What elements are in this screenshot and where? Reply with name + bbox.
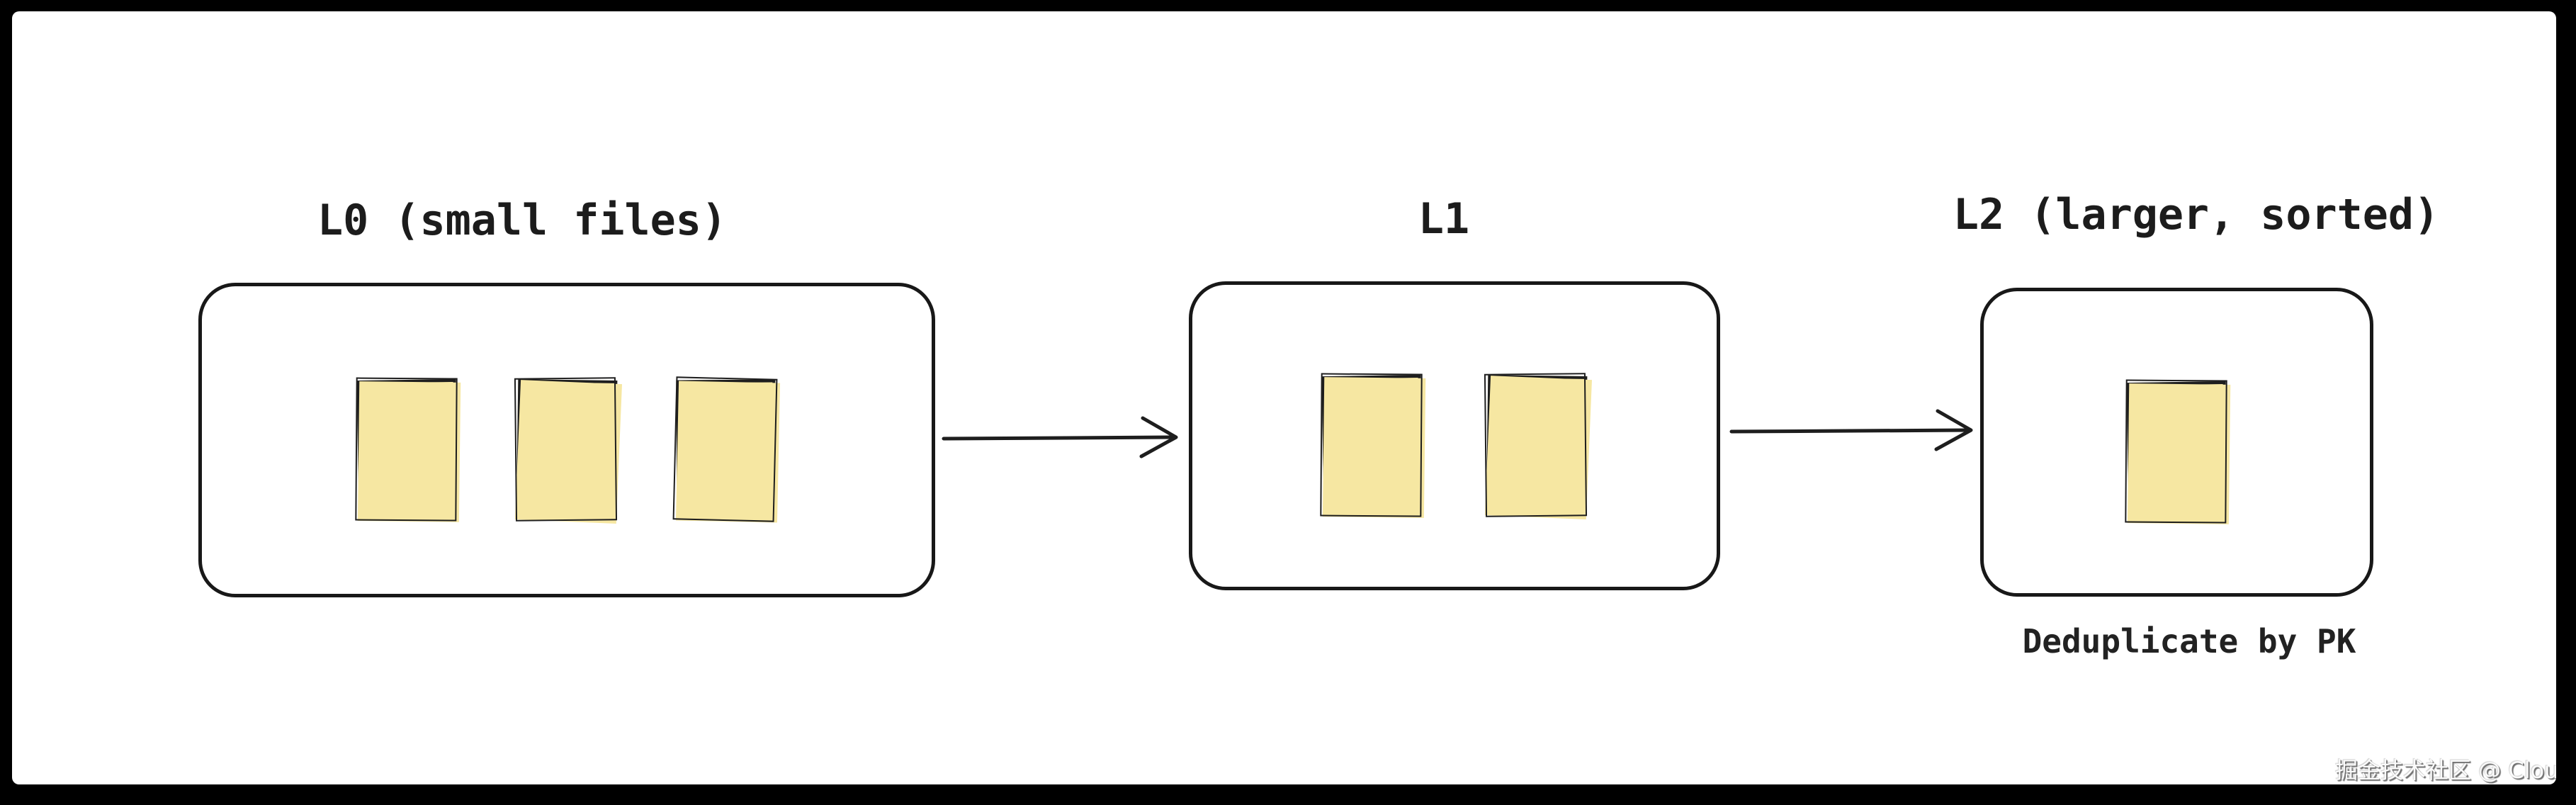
sstable-file xyxy=(356,378,458,519)
level-box-l0 xyxy=(198,283,935,597)
frame-bar-left xyxy=(0,0,12,805)
l2-caption: Deduplicate by PK xyxy=(2022,622,2356,660)
level-box-l1 xyxy=(1189,281,1720,590)
frame-bar-bottom xyxy=(0,784,2576,805)
sstable-file xyxy=(676,379,776,518)
frame-bar-top xyxy=(0,0,2576,11)
frame-bar-right xyxy=(2556,0,2576,805)
file-group-l2 xyxy=(2125,381,2228,521)
file-group-l0 xyxy=(356,378,776,519)
level-label-l1: L1 xyxy=(1418,194,1470,244)
level-label-l0: L0 (small files) xyxy=(317,196,727,245)
level-label-l2: L2 (larger, sorted) xyxy=(1953,190,2440,240)
arrow-l1-to-l2-icon xyxy=(1729,409,1973,451)
sstable-file xyxy=(1321,374,1423,514)
sstable-file xyxy=(1486,375,1588,514)
level-box-l2 xyxy=(1980,288,2373,597)
watermark: 掘金技术社区 @ ClouGence xyxy=(2335,757,2576,784)
sstable-file xyxy=(516,379,618,518)
file-group-l1 xyxy=(1321,374,1588,514)
sstable-file xyxy=(2125,381,2228,521)
arrow-l0-to-l1-icon xyxy=(942,416,1178,458)
